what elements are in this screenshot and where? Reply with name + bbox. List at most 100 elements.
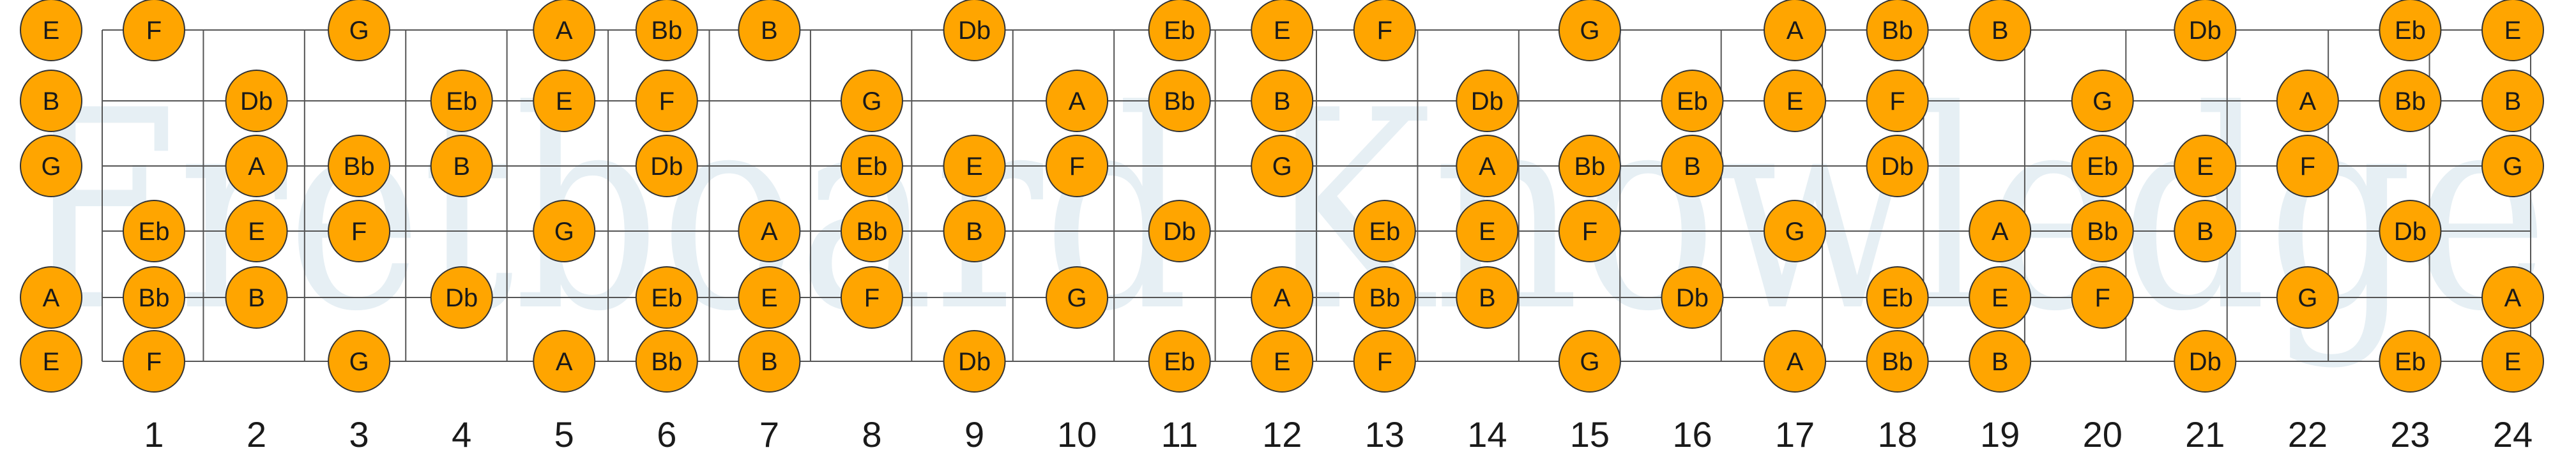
note-circle <box>635 266 698 329</box>
note-circle <box>2481 330 2544 393</box>
note-circle <box>430 266 493 329</box>
note-circle <box>1866 330 1929 393</box>
note-circle <box>1251 135 1314 197</box>
note-label: Eb <box>1677 87 1708 116</box>
note-label: F <box>351 218 367 246</box>
note-label: B <box>1992 17 2009 45</box>
note-circle <box>1148 70 1211 132</box>
note-marker: Bb <box>635 0 698 61</box>
note-marker: E <box>1764 70 1827 132</box>
note-label: Db <box>2189 17 2222 45</box>
note-circle <box>1866 70 1929 132</box>
note-marker: B <box>430 135 493 197</box>
note-marker: E <box>1251 0 1314 61</box>
note-marker: E <box>2481 0 2544 61</box>
note-marker: Eb <box>635 266 698 329</box>
note-label: B <box>2197 218 2214 246</box>
note-circle <box>738 0 801 61</box>
note-circle <box>533 0 596 61</box>
note-marker: G <box>2276 266 2339 329</box>
note-circle <box>1764 0 1827 61</box>
note-marker: Bb <box>2379 70 2442 132</box>
note-circle <box>1251 330 1314 393</box>
note-circle <box>20 0 82 61</box>
note-circle <box>1353 0 1416 61</box>
note-label: G <box>2503 153 2522 181</box>
note-marker: G <box>1558 0 1621 61</box>
note-label: G <box>862 87 881 116</box>
note-marker: G <box>840 70 903 132</box>
note-label: G <box>349 17 369 45</box>
note-circle <box>328 330 391 393</box>
note-label: B <box>1992 348 2009 376</box>
note-label: G <box>1785 218 1804 246</box>
note-label: Bb <box>344 153 375 181</box>
note-circle <box>123 200 185 262</box>
note-label: E <box>1992 284 2009 312</box>
note-marker: B <box>1969 0 2032 61</box>
note-circle <box>1251 266 1314 329</box>
note-label: A <box>43 284 60 312</box>
note-marker: Eb <box>840 135 903 197</box>
note-circle <box>2379 200 2442 262</box>
note-marker: A <box>533 330 596 393</box>
note-label: E <box>1479 218 1496 246</box>
note-marker: Bb <box>635 330 698 393</box>
note-label: Db <box>2189 348 2222 376</box>
note-marker: F <box>1353 0 1416 61</box>
note-label: A <box>761 218 778 246</box>
note-marker: Eb <box>430 70 493 132</box>
note-marker: F <box>1046 135 1109 197</box>
note-marker: G <box>1046 266 1109 329</box>
note-marker: E <box>1456 200 1519 262</box>
note-circle <box>2071 266 2134 329</box>
note-marker: A <box>1046 70 1109 132</box>
note-circle <box>2481 70 2544 132</box>
note-marker: Eb <box>2071 135 2134 197</box>
note-label: A <box>1274 284 1291 312</box>
note-label: G <box>1272 153 1292 181</box>
note-circle <box>1764 70 1827 132</box>
note-circle <box>1148 330 1211 393</box>
note-circle <box>328 135 391 197</box>
note-marker: G <box>1558 330 1621 393</box>
note-marker: Eb <box>1661 70 1724 132</box>
note-marker: E <box>1969 266 2032 329</box>
note-marker: Bb <box>1558 135 1621 197</box>
note-circle <box>738 266 801 329</box>
note-label: Bb <box>2087 218 2118 246</box>
note-marker: Bb <box>2071 200 2134 262</box>
note-label: Db <box>1676 284 1709 312</box>
note-label: G <box>1580 17 1599 45</box>
note-marker: A <box>1969 200 2032 262</box>
note-marker: A <box>225 135 288 197</box>
note-circle <box>2071 70 2134 132</box>
note-circle <box>1148 0 1211 61</box>
note-circle <box>943 135 1006 197</box>
note-marker: F <box>1866 70 1929 132</box>
note-marker: Db <box>635 135 698 197</box>
note-marker: B <box>225 266 288 329</box>
note-marker: A <box>1456 135 1519 197</box>
note-label: B <box>761 348 778 376</box>
note-label: G <box>554 218 574 246</box>
note-label: F <box>864 284 880 312</box>
note-label: Bb <box>651 17 682 45</box>
note-marker: Bb <box>123 266 185 329</box>
note-circle <box>1046 70 1109 132</box>
note-circle <box>1764 330 1827 393</box>
note-label: F <box>1377 17 1392 45</box>
note-label: A <box>2504 284 2522 312</box>
note-label: Db <box>240 87 273 116</box>
note-marker: A <box>20 266 82 329</box>
note-marker: Db <box>1661 266 1724 329</box>
note-label: F <box>1889 87 1905 116</box>
fret-number: 21 <box>2185 414 2225 455</box>
note-label: B <box>248 284 265 312</box>
note-label: F <box>2300 153 2315 181</box>
note-label: B <box>1479 284 1496 312</box>
note-circle <box>738 330 801 393</box>
note-circle <box>2481 0 2544 61</box>
note-marker: G <box>1251 135 1314 197</box>
note-marker: A <box>738 200 801 262</box>
